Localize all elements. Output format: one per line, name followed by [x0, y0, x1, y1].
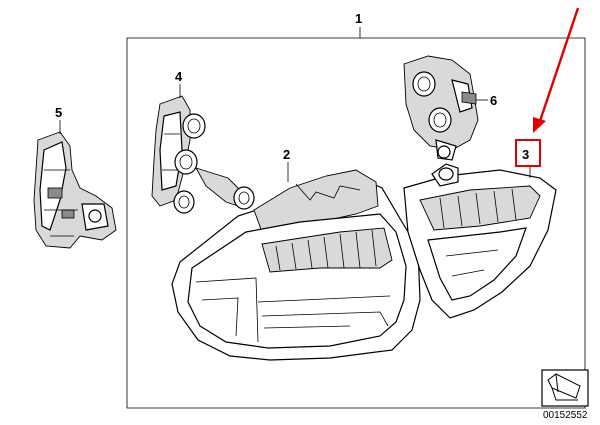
inner-tail-lamp-3: [403, 163, 557, 319]
callout-3: 3: [522, 147, 529, 162]
callout-6: 6: [490, 93, 497, 108]
callout-4: 4: [175, 69, 183, 84]
callout-2: 2: [283, 147, 290, 162]
bulb-carrier-5: [33, 131, 117, 249]
bulb-carrier-6: [403, 55, 479, 161]
callout-5: 5: [55, 105, 62, 120]
bulb-carrier-4: [151, 95, 255, 214]
vehicle-orientation-icon: [541, 369, 589, 407]
assembly-frame: [126, 37, 586, 409]
callout-3-highlight: [515, 139, 541, 167]
outer-tail-lamp-2: [171, 169, 421, 361]
document-number: 00152552: [543, 410, 588, 421]
red-pointer-arrow-icon: [533, 7, 580, 133]
callout-1: 1: [355, 11, 362, 26]
